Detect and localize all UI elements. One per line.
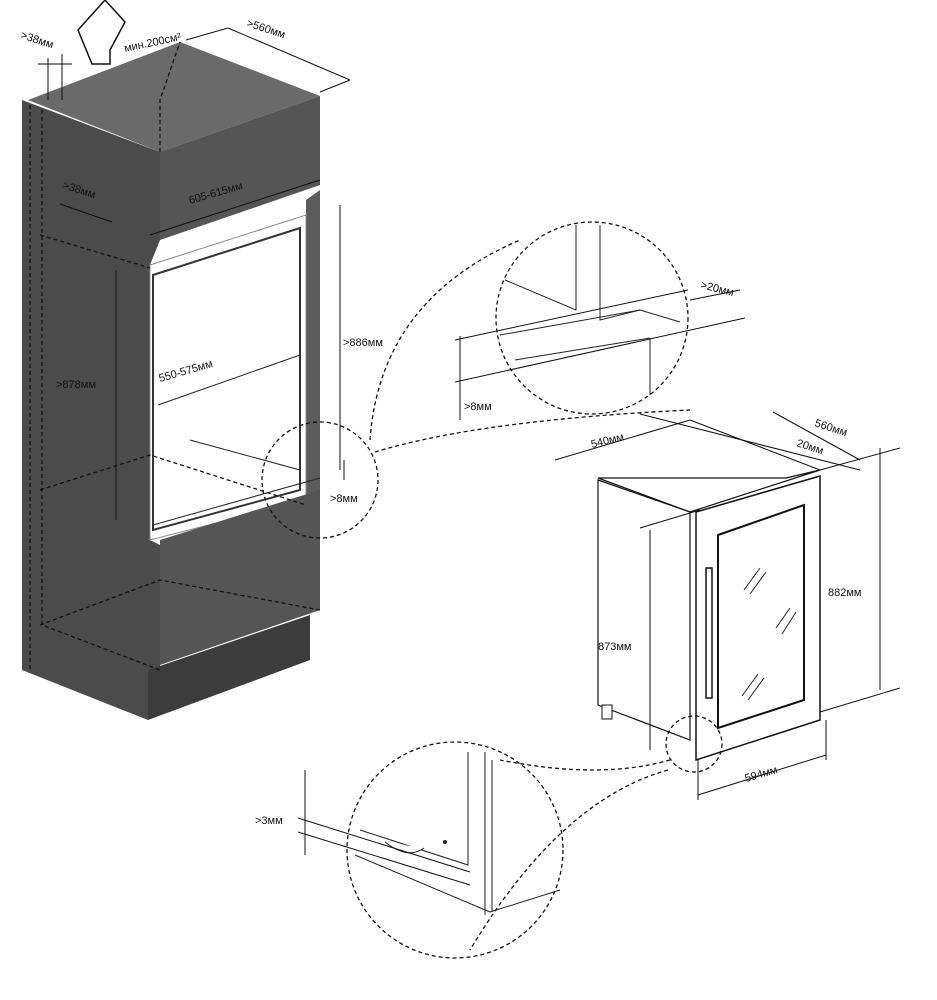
door-handle-icon xyxy=(705,567,713,699)
appliance-dimensions xyxy=(554,411,901,800)
detail-circle-cabinet xyxy=(261,421,379,539)
detail-connector-top-2 xyxy=(369,239,521,441)
cabinet-lower-front xyxy=(160,490,320,665)
niche-height-right-label: >886мм xyxy=(343,337,383,349)
appliance-side xyxy=(597,479,691,741)
detail-connector-top xyxy=(374,409,691,453)
cabinet-plinth xyxy=(148,615,310,720)
appliance-height-body-label: 873мм xyxy=(598,641,631,653)
bottom-gap-label: >8мм xyxy=(330,493,358,505)
cabinet-right-frame xyxy=(306,190,320,505)
detail-circle-appliance xyxy=(665,715,723,773)
cabinet-top xyxy=(28,42,320,152)
glass-reflection xyxy=(775,607,791,629)
zoom-top-offset-label: >20мм xyxy=(699,279,735,299)
hidden-edge-top xyxy=(39,234,151,269)
niche-inner-dim-line xyxy=(157,354,301,406)
wine-cooler xyxy=(597,469,821,762)
zoom-bottom-detail xyxy=(297,741,564,959)
hidden-edge-mid xyxy=(39,454,307,506)
hidden-edge-bottom xyxy=(39,579,321,626)
vent-hidden xyxy=(159,41,181,152)
hidden-edge-inner xyxy=(41,110,161,671)
zoom-top-detail xyxy=(454,221,746,420)
niche-inner-frame xyxy=(152,226,301,532)
appliance-width-front-label: 594мм xyxy=(744,764,779,785)
cabinet-upper-front xyxy=(160,96,320,240)
niche-height-left-label: >878мм xyxy=(56,379,96,391)
glass-reflection xyxy=(747,677,765,701)
built-in-cabinet xyxy=(22,41,321,720)
top-gap-label: >38мм xyxy=(19,29,55,51)
zoom-top-gap-label: >8мм xyxy=(464,401,492,413)
detail-connector-bottom-2 xyxy=(469,769,669,951)
detail-connector-bottom xyxy=(499,759,671,771)
glass-reflection xyxy=(749,571,767,595)
glass-reflection xyxy=(743,567,761,591)
glass-reflection xyxy=(741,673,759,697)
cabinet-left-side xyxy=(22,100,160,720)
niche-shelf xyxy=(152,477,321,526)
zoom-bottom-gap-label: >3мм xyxy=(255,815,283,827)
appliance-height-total-label: 882мм xyxy=(828,587,861,599)
niche-floor-edge xyxy=(189,439,301,471)
appliance-width-top-label: 540мм xyxy=(590,431,625,451)
appliance-foot xyxy=(601,704,613,720)
appliance-depth-label: 560мм xyxy=(813,417,849,439)
appliance-glass xyxy=(717,503,805,730)
vent-arrow-icon xyxy=(77,0,126,65)
glass-reflection xyxy=(781,611,797,635)
cabinet-dimensions xyxy=(38,27,351,520)
